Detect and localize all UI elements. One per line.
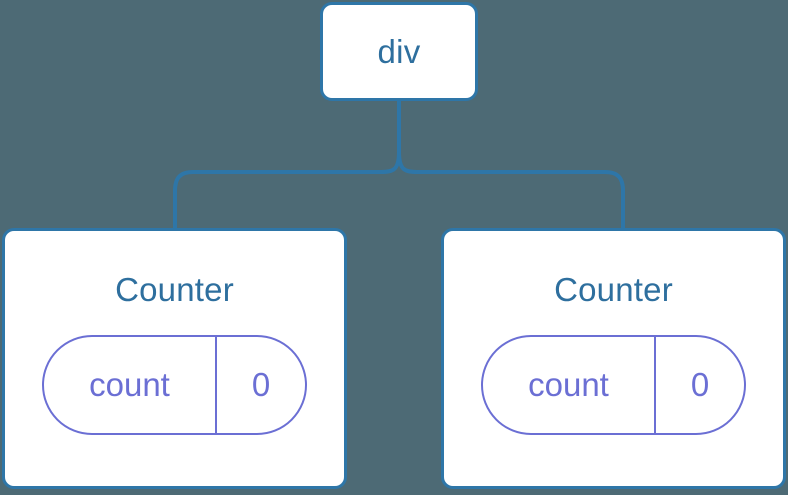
state-pill-0-key: count bbox=[44, 337, 217, 433]
state-pill-1[interactable]: count 0 bbox=[481, 335, 746, 435]
node-counter-0[interactable]: Counter count 0 bbox=[2, 228, 347, 489]
state-pill-1-value: 0 bbox=[690, 366, 710, 403]
node-counter-1[interactable]: Counter count 0 bbox=[441, 228, 786, 489]
state-pill-1-key: count bbox=[483, 337, 656, 433]
node-div-label: div bbox=[377, 33, 421, 70]
node-div[interactable]: div bbox=[320, 2, 478, 101]
node-counter-0-title: Counter bbox=[115, 271, 234, 308]
node-counter-1-title: Counter bbox=[554, 271, 673, 308]
state-pill-0-value: 0 bbox=[251, 366, 271, 403]
connector-branch-right bbox=[397, 151, 625, 228]
connector-branch-left bbox=[173, 151, 401, 228]
state-pill-0[interactable]: count 0 bbox=[42, 335, 307, 435]
